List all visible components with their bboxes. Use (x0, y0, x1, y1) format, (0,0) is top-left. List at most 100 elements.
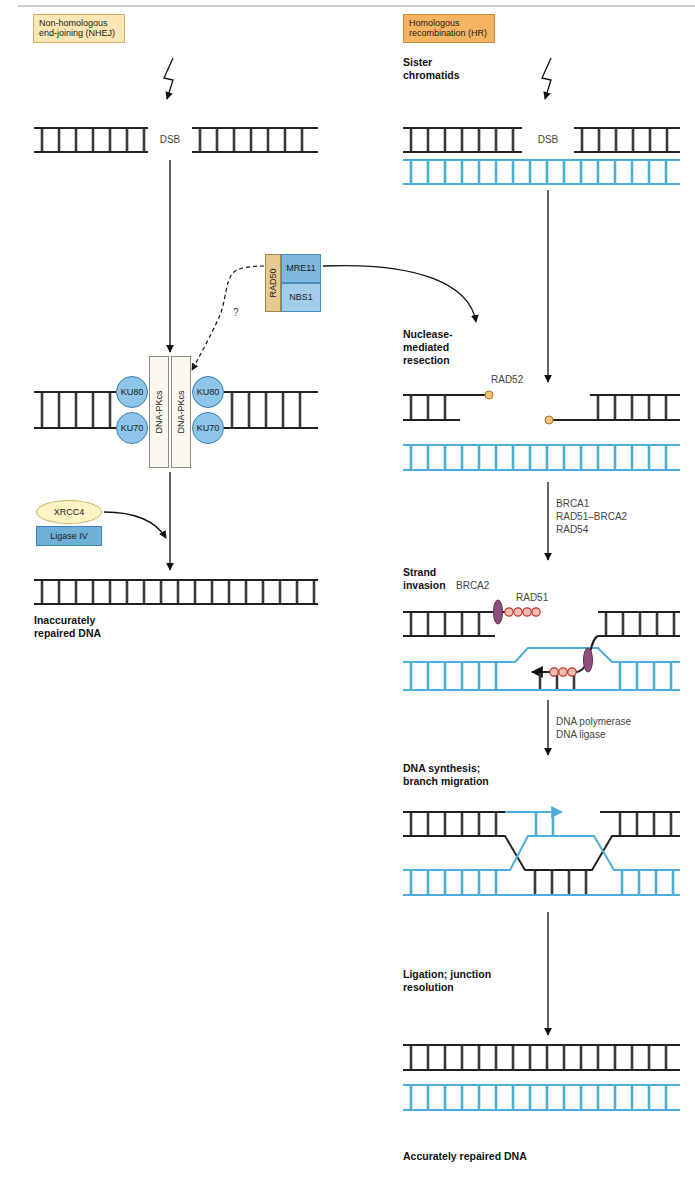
dna-strand (574, 151, 680, 153)
base-pair (478, 1086, 481, 1109)
base-pair (427, 1046, 430, 1069)
base-pair (665, 396, 668, 419)
base-pair (444, 663, 447, 689)
rad50-box: RAD50 (265, 254, 281, 312)
base-pair (126, 581, 129, 603)
base-pair (231, 393, 234, 427)
dashed-arrow (192, 266, 264, 370)
base-pair (284, 129, 287, 151)
ku-protein: KU70 (192, 412, 224, 444)
base-pair (410, 813, 413, 835)
annotation-label: DNA polymerase (556, 716, 631, 728)
base-pair (250, 129, 253, 151)
base-pair (580, 1046, 583, 1069)
base-pair (410, 129, 413, 151)
base-pair (109, 393, 112, 427)
base-pair (296, 581, 299, 603)
base-pair (478, 129, 481, 151)
base-pair (568, 871, 571, 894)
base-pair (546, 1046, 549, 1069)
base-pair (279, 581, 282, 603)
base-pair (478, 813, 481, 835)
base-pair (444, 1046, 447, 1069)
step-label: Accurately repaired DNA (403, 1150, 527, 1163)
base-pair (313, 581, 316, 603)
base-pair (58, 393, 61, 427)
top-rule (18, 6, 695, 7)
base-pair (636, 813, 639, 835)
brca2-protein (584, 648, 593, 672)
base-pair (597, 161, 600, 183)
base-pair (619, 813, 622, 835)
rad52-protein (485, 391, 493, 399)
base-pair (614, 161, 617, 183)
damage-bolt (542, 58, 551, 99)
dna-strand (403, 894, 680, 896)
rad51-bead (514, 608, 522, 616)
base-pair (672, 871, 675, 894)
base-pair (245, 581, 248, 603)
node-text: XRCC4 (54, 507, 85, 517)
step-label: Strand invasion (403, 566, 453, 592)
base-pair (461, 1046, 464, 1069)
base-pair (461, 813, 464, 835)
base-pair (495, 871, 498, 894)
base-pair (410, 871, 413, 894)
annotation-label: DNA ligase (556, 729, 605, 741)
step-label: DNA synthesis; branch migration (403, 762, 499, 788)
base-pair (534, 871, 537, 894)
base-pair (495, 446, 498, 469)
base-pair (478, 1046, 481, 1069)
base-pair (461, 613, 464, 635)
base-pair (631, 161, 634, 183)
base-pair (580, 446, 583, 469)
annotation-label: RAD54 (556, 524, 588, 536)
dna-strand (403, 394, 485, 396)
base-pair (580, 1086, 583, 1109)
node-text: Non-homologous end-joining (NHEJ) (39, 18, 119, 39)
rad51-bead (523, 608, 531, 616)
ku-protein: KU70 (116, 412, 148, 444)
base-pair (410, 1046, 413, 1069)
dna-strand (34, 603, 318, 605)
dna-strand (403, 689, 680, 691)
base-pair (529, 1046, 532, 1069)
base-pair (199, 129, 202, 151)
base-pair (75, 393, 78, 427)
dna-strand (34, 151, 148, 153)
base-pair (512, 161, 515, 183)
dna-strand (403, 1109, 680, 1111)
base-pair (461, 446, 464, 469)
base-pair (265, 393, 268, 427)
base-pair (461, 1086, 464, 1109)
dna-strand (34, 427, 116, 429)
base-pair (632, 129, 635, 151)
dna-pkcs-box: DNA-PKcs (149, 356, 169, 468)
base-pair (529, 1086, 532, 1109)
base-pair (461, 129, 464, 151)
node-text: DNA-PKcs (154, 390, 164, 433)
nbs1-box: NBS1 (281, 283, 321, 312)
dna-strand (598, 611, 680, 613)
base-pair (495, 1046, 498, 1069)
base-pair (262, 581, 265, 603)
base-pair (461, 663, 464, 689)
ku-protein: KU80 (192, 376, 224, 408)
base-pair (444, 161, 447, 183)
base-pair (597, 1046, 600, 1069)
base-pair (648, 161, 651, 183)
dna-strand (403, 444, 680, 446)
damage-bolt (164, 58, 173, 99)
base-pair (665, 161, 668, 183)
base-pair (495, 1086, 498, 1109)
base-pair (444, 813, 447, 835)
base-pair (535, 813, 538, 835)
base-pair (444, 396, 447, 419)
xrcc4-oval: XRCC4 (36, 500, 102, 524)
base-pair (605, 613, 608, 635)
base-pair (552, 813, 555, 835)
base-pair (233, 129, 236, 151)
base-pair (427, 663, 430, 689)
